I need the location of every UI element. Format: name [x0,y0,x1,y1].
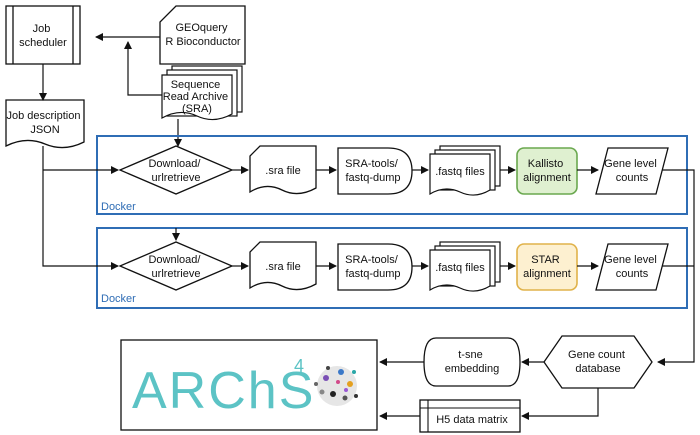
archs4-logo-text: ARChS [132,362,315,420]
download-step: Download/ urlretrieve [118,145,234,195]
job-to-pipeline-connectors [42,146,180,270]
docker-container-2: Docker [96,227,688,309]
sra-file-step: .sra file [249,145,317,195]
job-description-doc: Job description JSON [5,99,85,149]
fastq-files-step: .fastq files [429,145,501,196]
sra-tools-label: SRA-tools/ fastq-dump [345,254,401,280]
kallisto-alignment-step: Kallisto alignment [516,147,578,195]
gene-level-counts-step: Gene level counts [595,147,669,195]
sra-tools-step: SRA-tools/ fastq-dump [337,147,413,195]
archs4-logo: ARChS 4 [120,339,378,431]
download-label: Download/ urlretrieve [148,158,203,184]
geoquery-label: GEOquery R Bioconductor [165,22,241,48]
gene-level-counts-step: Gene level counts [595,243,669,291]
fastq-files-step: .fastq files [429,241,501,292]
sra-file-label: .sra file [265,165,300,177]
top-connectors [39,33,182,147]
gene-count-database-label: Gene count database [568,349,628,375]
sra-file-step: .sra file [249,241,317,291]
h5-data-matrix: H5 data matrix [419,399,521,433]
sra-label: Sequence Read Archive (SRA) [163,79,232,115]
tsne-label: t-sne embedding [445,349,499,375]
counts-to-db-connectors [657,169,695,366]
fastq-files-label: .fastq files [435,166,485,178]
docker-label: Docker [101,293,136,305]
gene-count-database: Gene count database [543,335,653,389]
bottom-connectors [379,358,599,420]
h5-label: H5 data matrix [436,414,508,426]
download-label: Download/ urlretrieve [148,254,203,280]
star-label: STAR alignment [523,254,571,280]
tsne-cloud-icon [314,366,358,406]
sra-tools-step: SRA-tools/ fastq-dump [337,243,413,291]
tsne-embedding: t-sne embedding [423,337,521,387]
archs4-logo-superscript: 4 [294,356,304,376]
gene-level-counts-label: Gene level counts [604,158,660,184]
sra-file-label: .sra file [265,261,300,273]
docker-container-1: Docker [96,135,688,215]
sra-documents: Sequence Read Archive (SRA) [161,65,243,121]
pipeline-row-kallisto: Download/ urlretrieve .sra file SRA-tool… [118,145,669,196]
docker-label: Docker [101,201,136,213]
fastq-files-label: .fastq files [435,262,485,274]
kallisto-label: Kallisto alignment [523,158,571,184]
gene-level-counts-label: Gene level counts [604,254,660,280]
star-alignment-step: STAR alignment [516,243,578,291]
geoquery-box: GEOquery R Bioconductor [159,5,246,65]
job-scheduler-label: Job scheduler [19,23,67,49]
job-description-label: Job description JSON [6,110,83,136]
job-scheduler-box: Job scheduler [5,5,81,65]
pipeline-row-star: Download/ urlretrieve .sra file SRA-tool… [118,241,669,292]
sra-tools-label: SRA-tools/ fastq-dump [345,158,401,184]
download-step: Download/ urlretrieve [118,241,234,291]
